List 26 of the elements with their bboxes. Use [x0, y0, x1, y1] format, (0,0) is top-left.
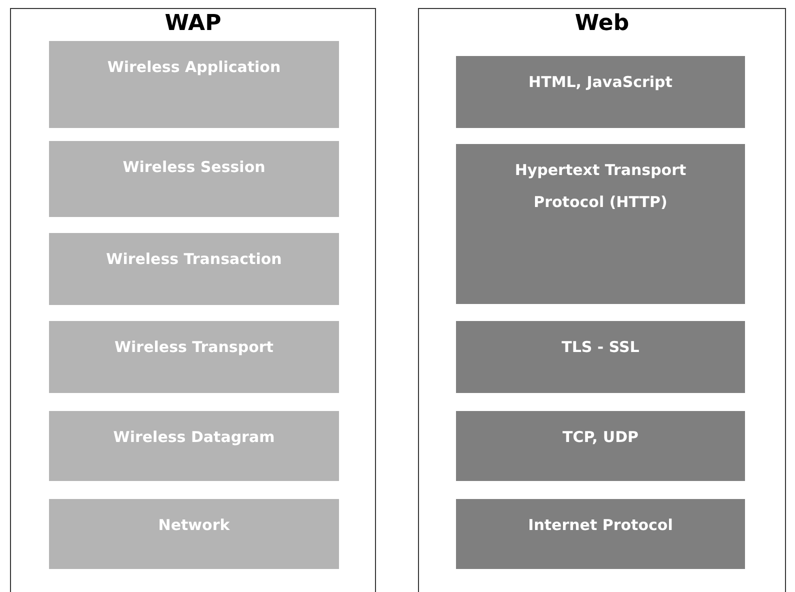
layer-label: Wireless Transaction: [106, 249, 282, 270]
panel-title: WAP: [164, 11, 222, 36]
layer-label: Wireless Transport: [114, 337, 274, 358]
layer-box: [456, 499, 745, 569]
layer-label: Wireless Datagram: [113, 427, 275, 448]
layer-box: [456, 321, 745, 393]
layer-label: Internet Protocol: [528, 515, 673, 536]
layer-box: [456, 144, 745, 304]
layer-label: Wireless Session: [122, 157, 266, 178]
layer-label: TCP, UDP: [562, 427, 639, 448]
layer-box: [456, 411, 745, 481]
layer-box: [49, 411, 339, 481]
layer-label: HTML, JavaScript: [528, 72, 672, 93]
layer-box: [49, 499, 339, 569]
layer-label: Network: [158, 515, 230, 536]
layer-box: [49, 41, 339, 128]
layer-label: Wireless Application: [107, 57, 281, 78]
stack-panel: [418, 8, 786, 592]
panel-title: Web: [574, 11, 630, 36]
stack-panel: [10, 8, 376, 592]
layer-label: Hypertext Transport Protocol (HTTP): [514, 160, 688, 213]
layer-box: [49, 321, 339, 393]
layer-box: [456, 56, 745, 128]
layer-box: [49, 141, 339, 217]
layer-box: [49, 233, 339, 305]
layer-label: TLS - SSL: [562, 337, 640, 358]
